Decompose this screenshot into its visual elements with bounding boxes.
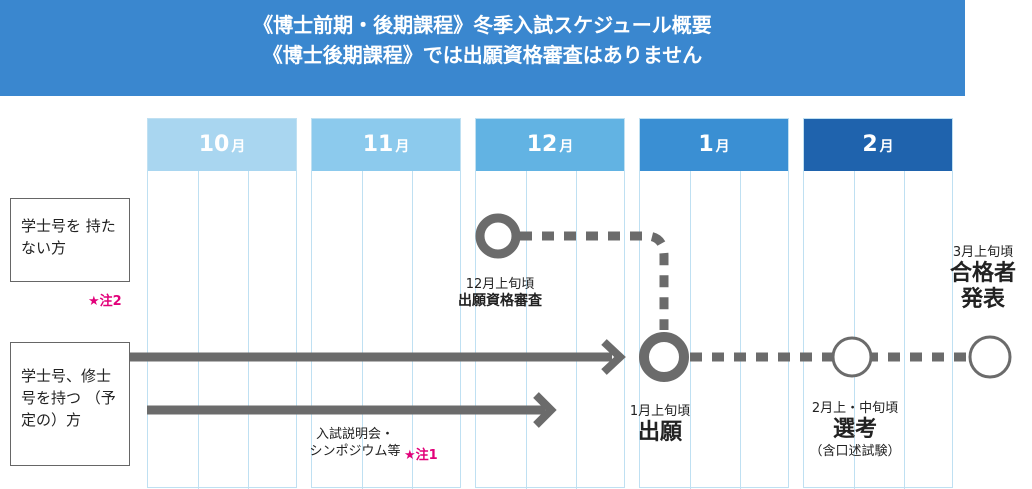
month-unit: 月 bbox=[559, 139, 574, 155]
grid-line bbox=[576, 171, 577, 489]
application-label: 1月上旬頃 出願 bbox=[600, 403, 720, 446]
grid-line bbox=[854, 171, 855, 489]
grid-line bbox=[690, 171, 691, 489]
month-number: 11 bbox=[362, 132, 394, 157]
note-1-marker: ★注1 bbox=[404, 448, 438, 463]
grid-line bbox=[362, 171, 363, 489]
category-with-degree-label: 学士号、修士 号を持つ （予定の）方 bbox=[21, 367, 116, 429]
qualification-circle bbox=[475, 213, 521, 259]
grid-line bbox=[904, 171, 905, 489]
title-banner: 《博士前期・後期課程》冬季入試スケジュール概要 《博士後期課程》では出願資格審査… bbox=[0, 0, 965, 96]
grid-line bbox=[740, 171, 741, 489]
selection-title: 選考 bbox=[832, 417, 877, 442]
note-2-marker: ★注2 bbox=[88, 294, 122, 309]
announcement-title-1: 合格者 bbox=[949, 261, 1016, 286]
grid-line bbox=[412, 171, 413, 489]
banner-line-2: 《博士後期課程》では出願資格審査はありません bbox=[262, 43, 703, 67]
main-arrow-head bbox=[601, 339, 626, 375]
qualification-title: 出願資格審査 bbox=[458, 293, 542, 309]
qualification-label: 12月上旬頃 出願資格審査 bbox=[430, 276, 570, 310]
month-unit: 月 bbox=[395, 139, 410, 155]
selection-sub: （含口述試験） bbox=[809, 444, 901, 459]
month-unit: 月 bbox=[231, 139, 246, 155]
grid-line bbox=[526, 171, 527, 489]
announcement-title-2: 発表 bbox=[960, 287, 1005, 312]
month-number: 10 bbox=[198, 132, 230, 157]
month-unit: 月 bbox=[715, 139, 730, 155]
banner-line-1: 《博士前期・後期課程》冬季入試スケジュール概要 bbox=[253, 13, 712, 37]
qualification-date: 12月上旬頃 bbox=[465, 277, 535, 292]
category-no-degree: 学士号を 持たない方 bbox=[10, 198, 130, 282]
grid-line bbox=[198, 171, 199, 489]
category-no-degree-label: 学士号を 持たない方 bbox=[21, 217, 116, 257]
month-number: 12 bbox=[526, 132, 558, 157]
application-circle bbox=[639, 332, 689, 382]
selection-circle bbox=[831, 336, 873, 378]
category-with-degree: 学士号、修士 号を持つ （予定の）方 bbox=[10, 342, 130, 466]
month-unit: 月 bbox=[879, 139, 894, 155]
month-number: 2 bbox=[862, 132, 878, 157]
announcement-circle bbox=[968, 335, 1012, 379]
month-number: 1 bbox=[698, 132, 714, 157]
announcement-label: 3月上旬頃 合格者 発表 bbox=[936, 244, 1030, 313]
grid-line bbox=[248, 171, 249, 489]
application-date: 1月上旬頃 bbox=[629, 404, 691, 419]
qualification-dotted-path bbox=[520, 231, 669, 330]
selection-date: 2月上・中旬頃 bbox=[811, 401, 899, 416]
seminar-arrow-head bbox=[533, 392, 557, 428]
seminar-line-2: シンポジウム等 bbox=[309, 444, 401, 459]
selection-label: 2月上・中旬頃 選考 （含口述試験） bbox=[790, 400, 920, 460]
announcement-date: 3月上旬頃 bbox=[952, 245, 1014, 260]
application-title: 出願 bbox=[637, 420, 682, 445]
seminar-line-1: 入試説明会・ bbox=[315, 427, 394, 442]
seminar-label: 入試説明会・ シンポジウム等 bbox=[280, 426, 430, 460]
